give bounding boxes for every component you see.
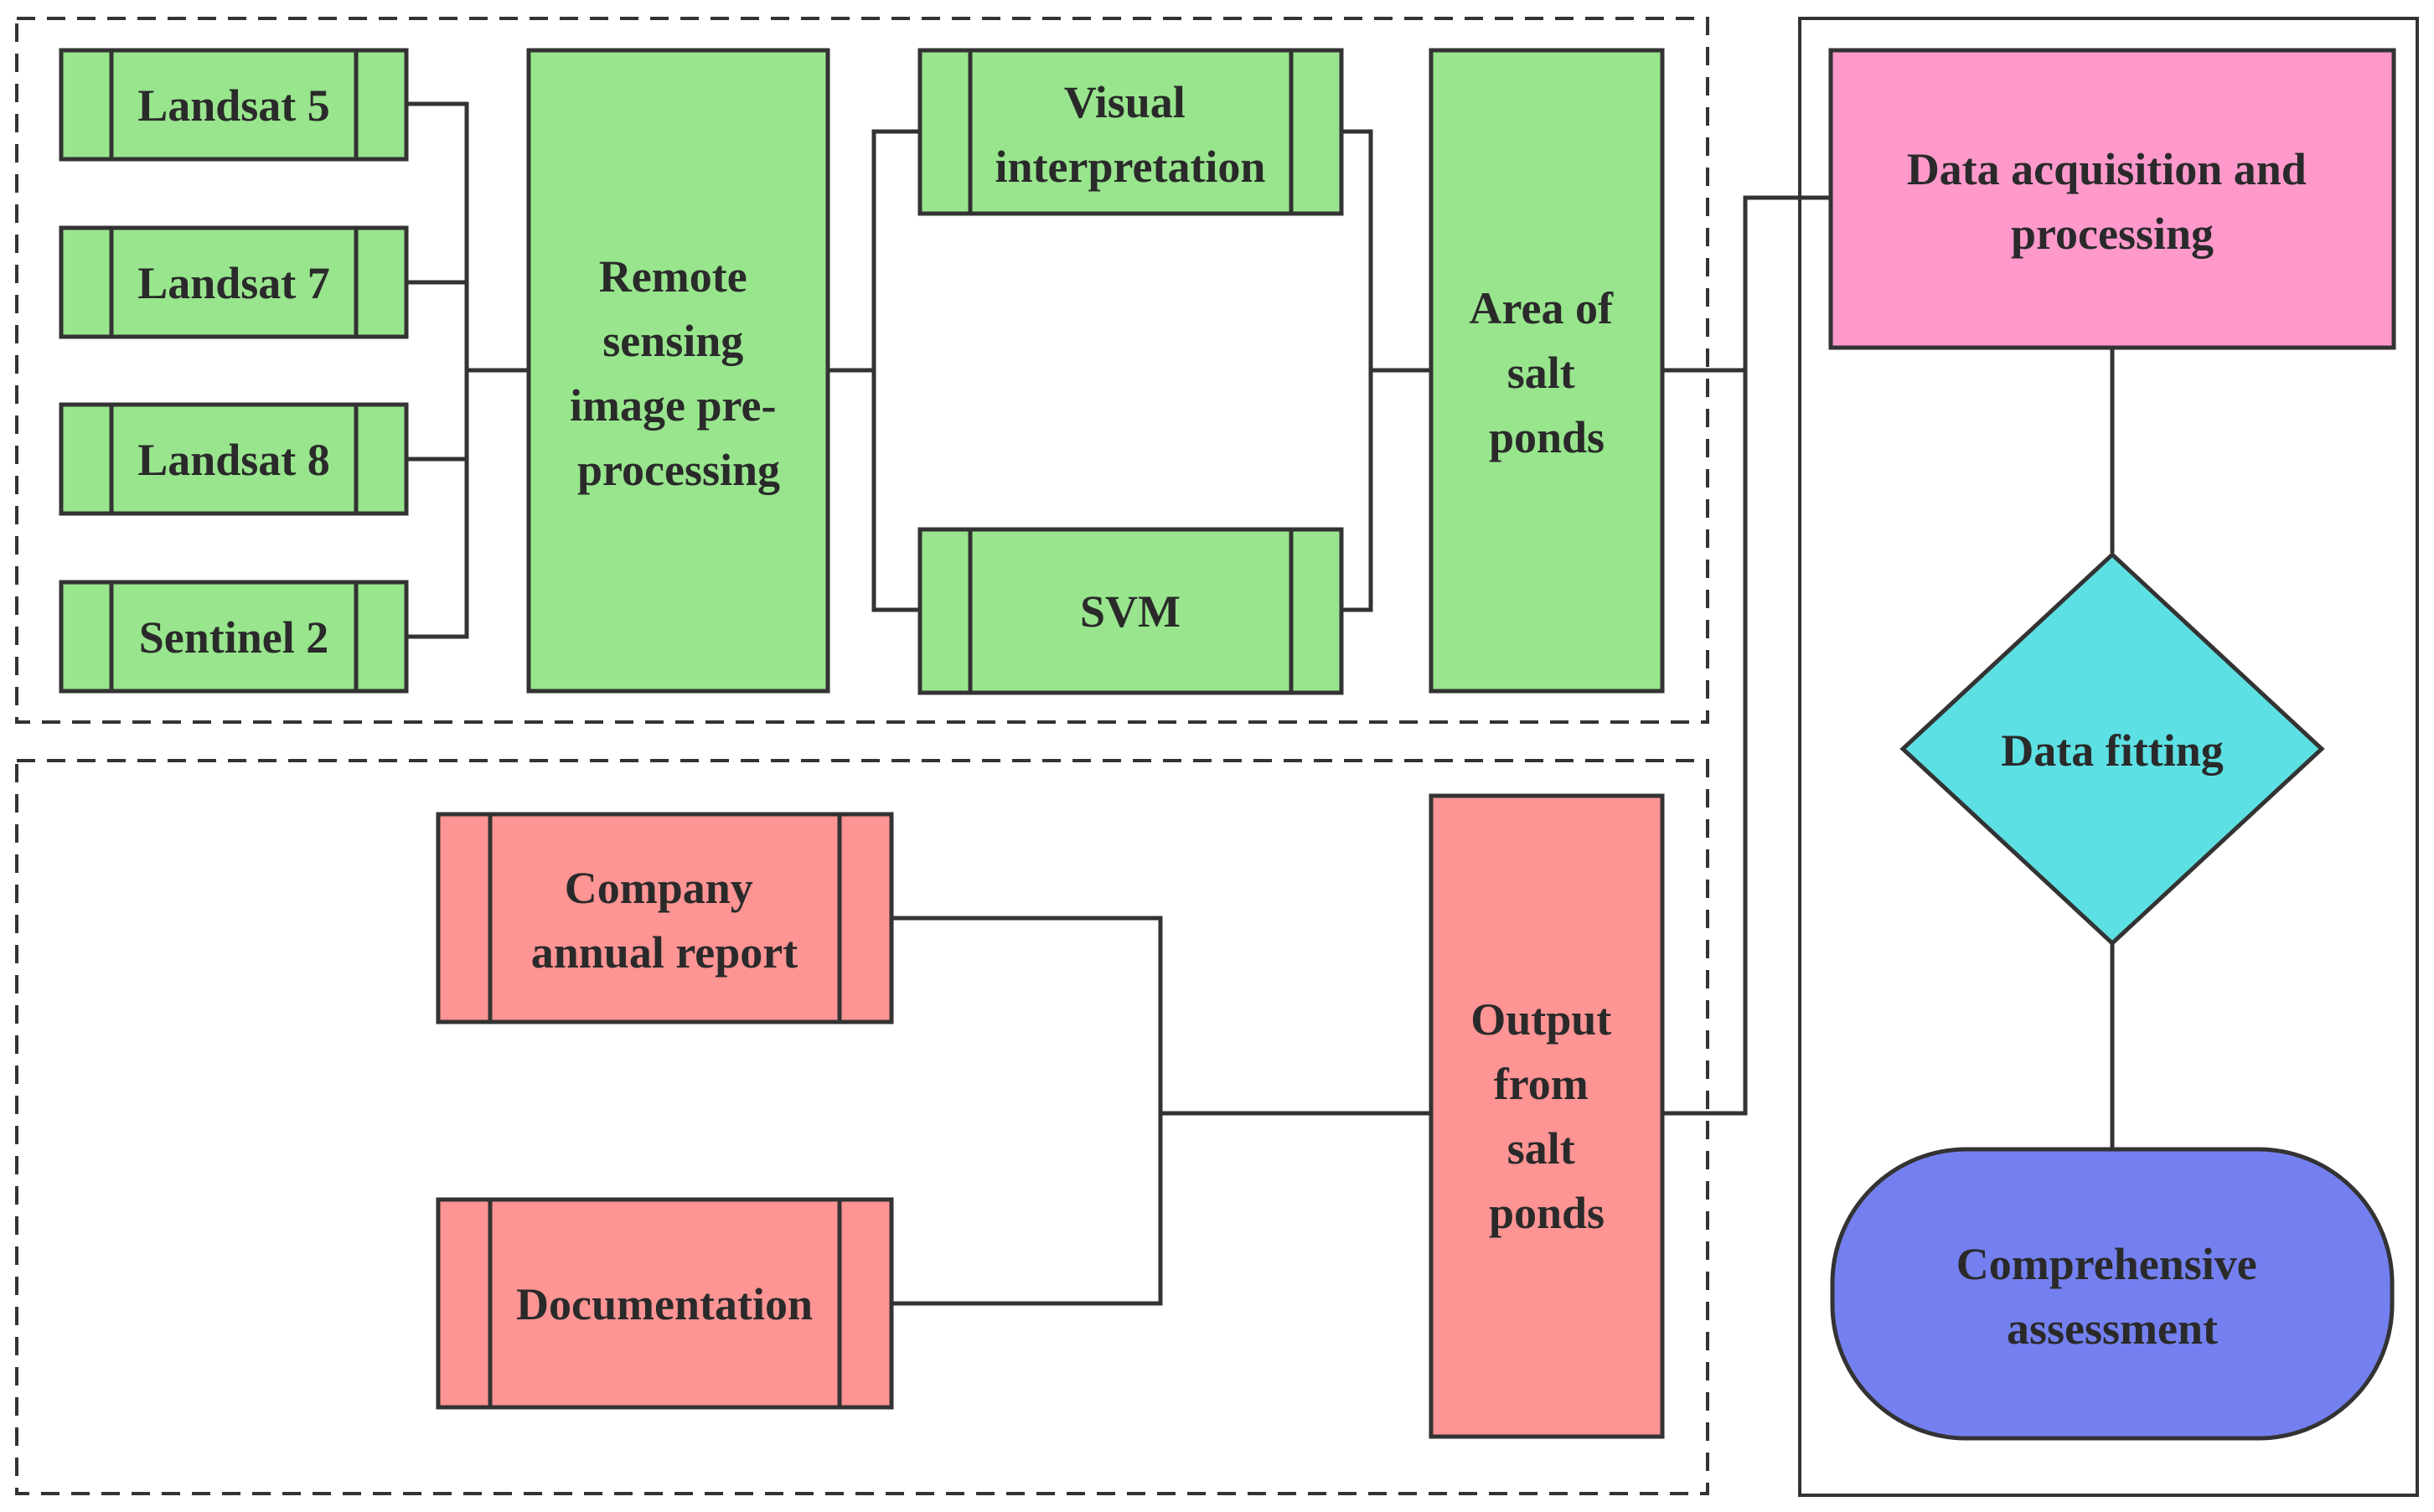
- connector-output: [1662, 195, 1830, 1116]
- node-company-line-1: Company: [565, 863, 753, 913]
- analysis-group-frame: [1798, 17, 2419, 1497]
- node-output-from-salt-ponds: Output from salt ponds: [1429, 793, 1665, 1439]
- node-company-line-2: annual report: [531, 927, 798, 978]
- node-acquisition-line-1: Data acquisition and: [1907, 144, 2307, 194]
- connector-company: [891, 916, 1163, 1113]
- connector-sentinel2: [406, 370, 469, 639]
- node-preprocessing: Remote sensing image pre- processing: [526, 48, 830, 694]
- node-output-line-1: Output: [1470, 994, 1611, 1045]
- remote-sensing-group-frame: [15, 17, 1709, 724]
- node-preprocessing-line-4: processing: [577, 445, 780, 495]
- node-landsat5-label: Landsat 5: [137, 80, 330, 131]
- connectors: [406, 101, 2115, 1306]
- node-acquisition-label: Data acquisition and processing: [1907, 144, 2318, 259]
- node-data-fitting: Data fitting: [1899, 551, 2325, 947]
- node-output-line-2: from: [1494, 1059, 1589, 1109]
- node-assessment-line-2: assessment: [2007, 1303, 2218, 1354]
- node-landsat8-label: Landsat 8: [137, 435, 330, 485]
- node-company-label: Company annual report: [531, 863, 798, 978]
- node-visual-label: Visual interpretation: [995, 77, 1266, 192]
- node-acquisition-line-2: processing: [2011, 209, 2214, 259]
- node-preprocessing-label: Remote sensing image pre- processing: [570, 251, 788, 495]
- connector-svm: [1341, 370, 1373, 612]
- node-visual-line-1: Visual: [1064, 77, 1186, 127]
- node-visual-line-2: interpretation: [995, 142, 1266, 192]
- connector-preprocessing-split: [828, 129, 921, 373]
- node-fitting-label: Data fitting: [2001, 725, 2223, 776]
- node-area-line-3: ponds: [1489, 412, 1605, 462]
- connector-documentation: [891, 1113, 1163, 1306]
- node-landsat7-label: Landsat 7: [137, 258, 330, 308]
- node-data-acquisition: Data acquisition and processing: [1828, 48, 2396, 350]
- node-assessment-label: Comprehensive assessment: [1956, 1239, 2269, 1354]
- node-preprocessing-line-3: image pre-: [570, 380, 776, 431]
- node-svm-label: SVM: [1080, 586, 1181, 637]
- node-visual-interpretation: Visual interpretation: [917, 48, 1344, 216]
- node-area-of-salt-ponds: Area of salt ponds: [1429, 48, 1665, 694]
- node-preprocessing-line-2: sensing: [602, 316, 743, 366]
- node-sentinel2-label: Sentinel 2: [139, 612, 329, 663]
- node-comprehensive-assessment: Comprehensive assessment: [1830, 1147, 2395, 1441]
- node-landsat5: Landsat 5: [59, 48, 409, 162]
- node-landsat8: Landsat 8: [59, 402, 409, 516]
- node-documentation-label: Documentation: [516, 1279, 813, 1329]
- node-area-line-1: Area of: [1470, 283, 1614, 333]
- node-company-annual-report: Company annual report: [436, 812, 894, 1024]
- node-area-line-2: salt: [1507, 348, 1575, 398]
- node-output-line-4: ponds: [1489, 1188, 1605, 1238]
- node-area-label: Area of salt ponds: [1470, 283, 1625, 462]
- node-preprocessing-line-1: Remote: [599, 251, 747, 302]
- node-sentinel2: Sentinel 2: [59, 580, 409, 694]
- connector-landsat5: [406, 101, 469, 370]
- node-landsat7: Landsat 7: [59, 225, 409, 339]
- connector-preprocessing-svm: [871, 370, 921, 612]
- node-svm: SVM: [917, 527, 1344, 695]
- node-output-label: Output from salt ponds: [1470, 994, 1623, 1238]
- node-output-line-3: salt: [1507, 1123, 1575, 1174]
- node-assessment-line-1: Comprehensive: [1956, 1239, 2257, 1289]
- connector-visual: [1341, 129, 1373, 370]
- node-documentation: Documentation: [436, 1197, 894, 1410]
- statistics-group-frame: [15, 759, 1709, 1495]
